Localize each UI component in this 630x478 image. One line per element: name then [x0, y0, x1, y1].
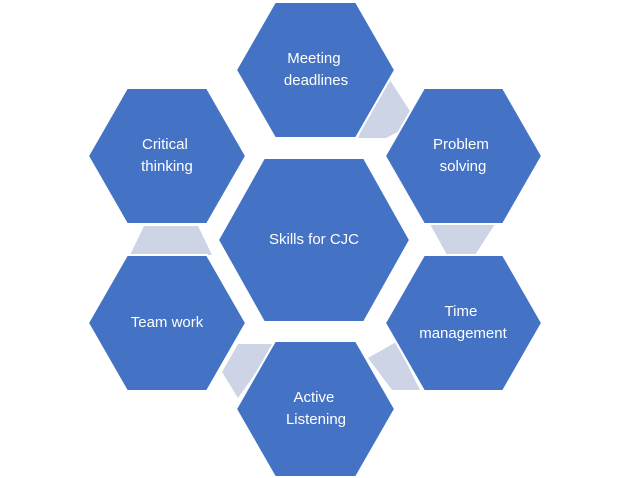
connector-problem-time — [430, 224, 495, 255]
hex-label: Critical thinking — [141, 136, 193, 175]
hex-shape — [234, 340, 397, 478]
hex-meeting-deadlines: Meeting deadlines — [234, 0, 397, 139]
hex-shape — [383, 87, 544, 225]
hex-shape — [86, 254, 248, 392]
connector-team-critical — [130, 226, 212, 255]
hex-label: Time management — [419, 303, 507, 342]
hex-active-listening: Active Listening — [234, 340, 397, 478]
center-label: Skills for CJC — [269, 231, 359, 248]
hex-label: Problem solving — [433, 136, 493, 175]
hex-problem-solving: Problem solving — [383, 87, 544, 225]
hex-shape — [86, 87, 248, 225]
connector-meeting-problem — [358, 74, 417, 138]
hex-center-skills-for-cjc: Skills for CJC — [216, 157, 412, 323]
hex-shape — [234, 0, 397, 139]
connectors — [130, 74, 495, 398]
hex-shape — [216, 157, 412, 323]
hex-critical-thinking: Critical thinking — [86, 87, 248, 225]
hex-label: Meeting deadlines — [284, 50, 348, 89]
hex-label: Active Listening — [286, 389, 346, 428]
connector-active-team — [222, 344, 272, 398]
hex-shape — [383, 254, 544, 392]
hex-time-management: Time management — [383, 254, 544, 392]
hex-team-work: Team work — [86, 254, 248, 392]
connector-time-active — [368, 342, 420, 390]
hex-label: Team work — [131, 314, 204, 331]
